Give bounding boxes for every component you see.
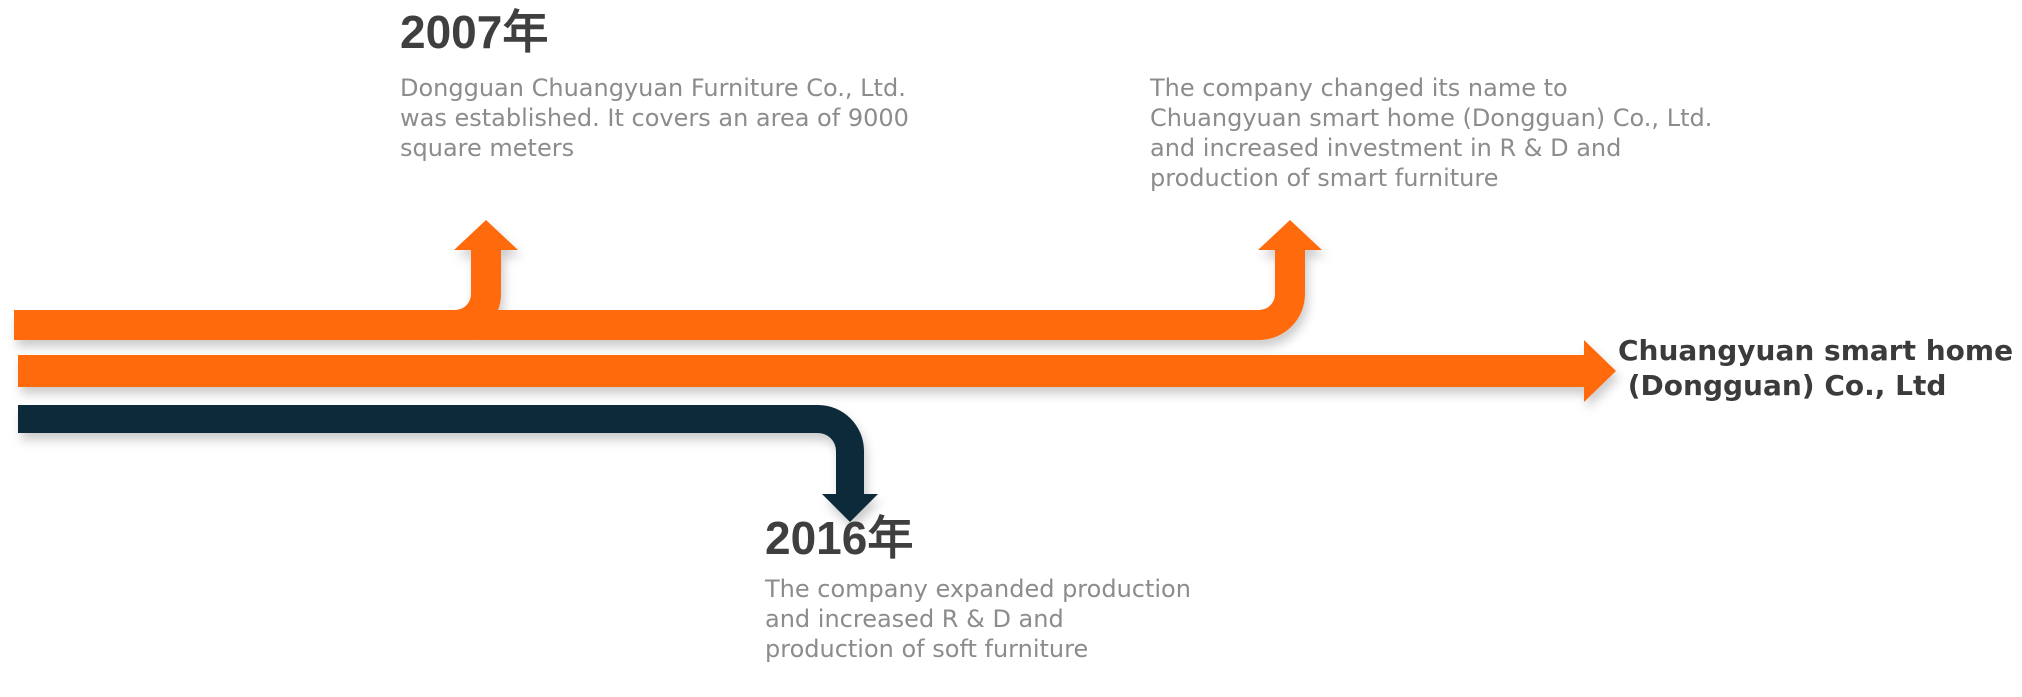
arrow-2007-and-rename [14, 220, 1322, 340]
description-rename-line: production of smart furniture [1150, 164, 1499, 192]
description-2007-line: square meters [400, 134, 575, 162]
description-2016: The company expanded production and incr… [765, 574, 1191, 664]
arrow-2016-head [822, 494, 878, 522]
arrow-2007-head [454, 220, 518, 250]
description-2007-line: Dongguan Chuangyuan Furniture Co., Ltd. [400, 74, 906, 102]
final-company-name-line: Chuangyuan smart home [1618, 334, 2014, 367]
description-rename: The company changed its name to Chuangyu… [1150, 73, 1712, 193]
arrow-final-body [18, 355, 1588, 387]
description-2007: Dongguan Chuangyuan Furniture Co., Ltd. … [400, 73, 909, 163]
description-rename-line: The company changed its name to [1150, 74, 1568, 102]
arrow-upper-body [14, 250, 1305, 340]
arrow-2016-body [18, 405, 864, 496]
arrow-rename-head [1258, 220, 1322, 250]
final-company-name-line: (Dongguan) Co., Ltd [1618, 369, 1947, 402]
arrow-2007-branch [455, 250, 501, 340]
description-rename-line: Chuangyuan smart home (Dongguan) Co., Lt… [1150, 104, 1713, 132]
description-rename-line: and increased investment in R & D and [1150, 134, 1622, 162]
arrow-final [18, 340, 1616, 402]
year-2007: 2007年 [400, 6, 549, 58]
description-2016-line: The company expanded production [765, 575, 1191, 603]
year-2016: 2016年 [765, 512, 914, 564]
description-2016-line: and increased R & D and [765, 605, 1064, 633]
description-2007-line: was established. It covers an area of 90… [400, 104, 909, 132]
final-company-name: Chuangyuan smart home (Dongguan) Co., Lt… [1618, 333, 2013, 403]
arrow-final-head [1584, 340, 1616, 402]
arrow-2016 [18, 405, 878, 522]
description-2016-line: production of soft furniture [765, 635, 1089, 663]
